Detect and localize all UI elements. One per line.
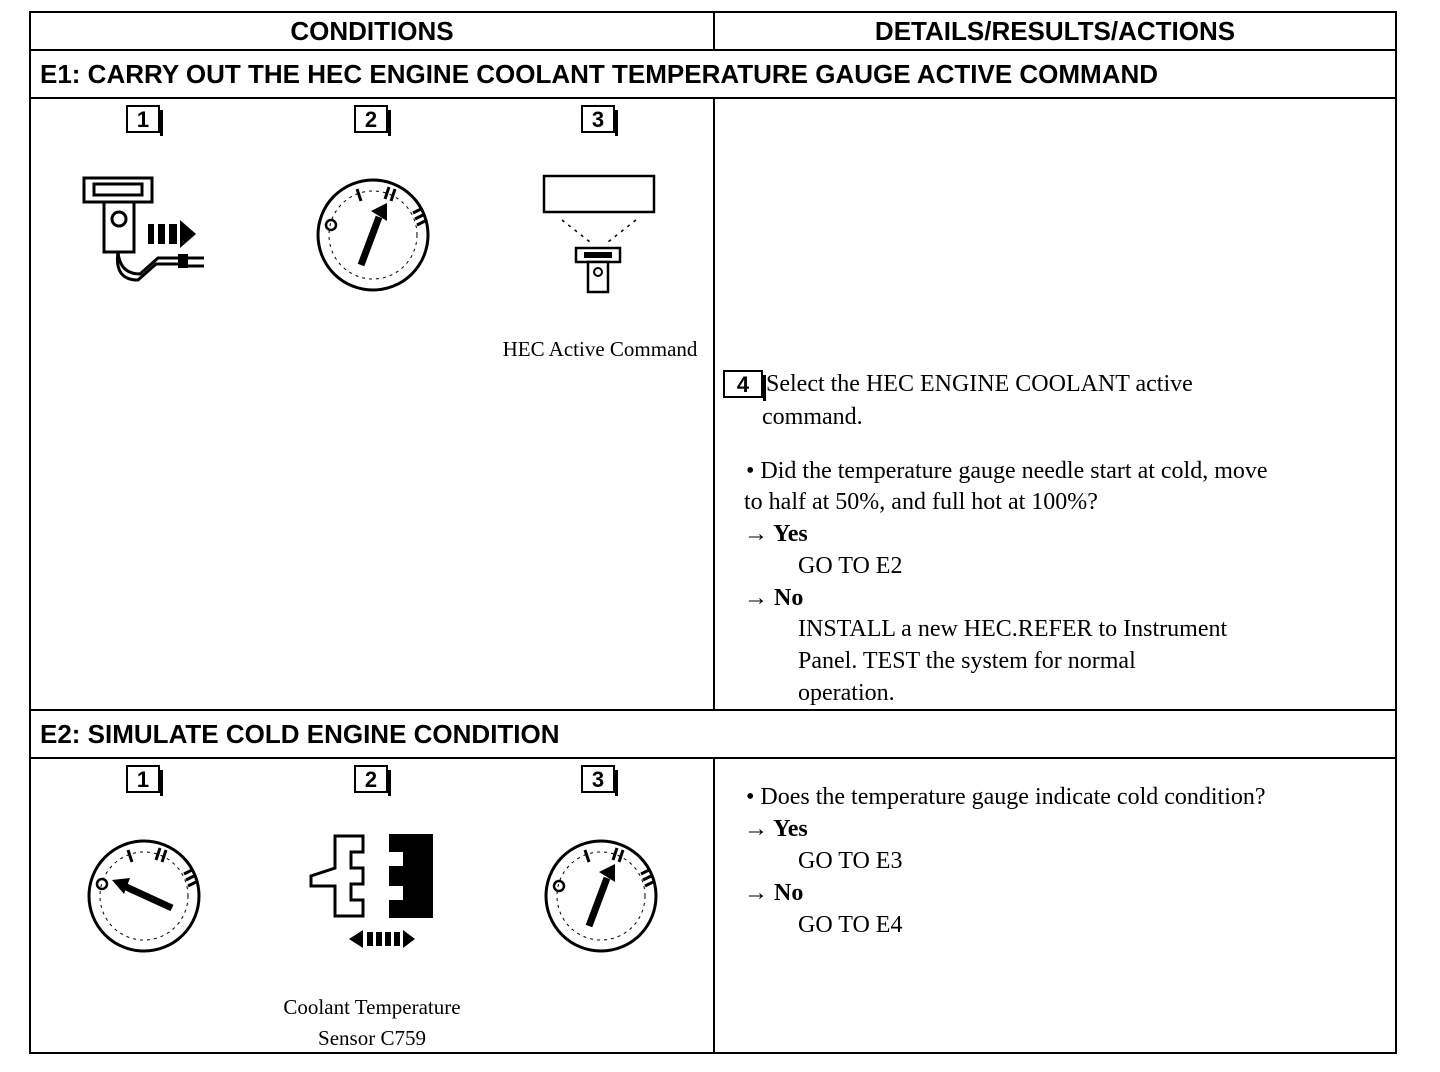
step4-instruction-line2: command.	[762, 404, 863, 430]
e1-question-line1: • Did the temperature gauge needle start…	[746, 458, 1268, 484]
e1-step-1: 1	[126, 105, 163, 136]
diagnostic-table: CONDITIONS DETAILS/RESULTS/ACTIONS E1: C…	[29, 11, 1397, 1054]
e2-step-3: 3	[581, 765, 618, 796]
e2-section-title: E2: SIMULATE COLD ENGINE CONDITION	[31, 709, 1395, 759]
e2-step-1: 1	[126, 765, 163, 796]
scan-tool-connect-icon	[82, 176, 204, 282]
e2-yes-action: GO TO E3	[798, 848, 903, 874]
ignition-on-icon	[544, 839, 658, 953]
scan-tool-screen-icon	[542, 174, 656, 294]
coolant-sensor-caption-line1: Coolant Temperature	[283, 995, 461, 1019]
e1-no-label: → No	[744, 585, 804, 611]
e2-no-action: GO TO E4	[798, 912, 903, 938]
e1-step-2: 2	[354, 105, 391, 136]
ignition-on-icon	[316, 178, 430, 292]
ignition-off-icon	[87, 839, 201, 953]
step4-instruction-line1: Select the HEC ENGINE COOLANT active	[766, 371, 1193, 397]
details-header: DETAILS/RESULTS/ACTIONS	[874, 16, 1236, 46]
coolant-sensor-caption-line2: Sensor C759	[318, 1026, 426, 1050]
e1-step-4: 4	[723, 370, 766, 401]
e2-question: • Does the temperature gauge indicate co…	[746, 784, 1266, 810]
e2-no-label: → No	[744, 880, 804, 906]
e1-no-line1: INSTALL a new HEC.REFER to Instrument	[798, 616, 1228, 642]
connector-disconnect-icon	[309, 834, 433, 948]
e1-no-line3: operation.	[798, 680, 895, 706]
e2-yes-label: → Yes	[744, 816, 808, 842]
e2-step-2: 2	[354, 765, 391, 796]
e1-yes-action: GO TO E2	[798, 553, 903, 579]
e1-yes-label: → Yes	[744, 521, 808, 547]
e1-column-divider	[713, 99, 715, 709]
hec-active-command-caption: HEC Active Command	[502, 337, 698, 361]
e1-section-title: E1: CARRY OUT THE HEC ENGINE COOLANT TEM…	[31, 51, 1395, 99]
e2-column-divider	[713, 759, 715, 1054]
e1-no-line2: Panel. TEST the system for normal	[798, 648, 1136, 674]
conditions-header: CONDITIONS	[31, 13, 715, 49]
table-header-row: CONDITIONS DETAILS/RESULTS/ACTIONS	[31, 13, 1395, 51]
e1-step-3: 3	[581, 105, 618, 136]
e1-question-line2: to half at 50%, and full hot at 100%?	[744, 489, 1098, 515]
